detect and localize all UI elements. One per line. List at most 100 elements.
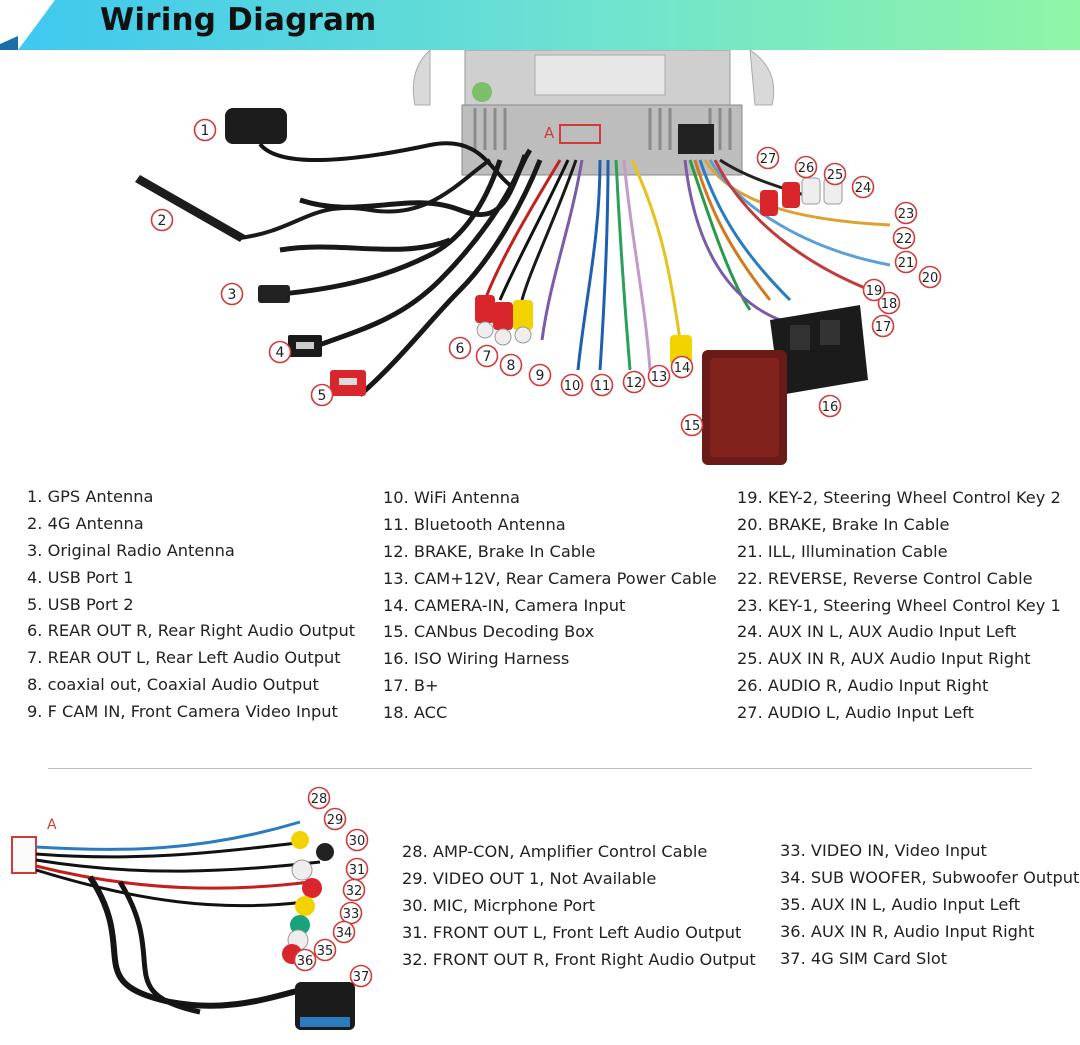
legend-item: 11. Bluetooth Antenna (383, 514, 566, 534)
callout-number: 37 (353, 970, 370, 985)
callout-33: 33 (339, 901, 363, 925)
legend-item: 16. ISO Wiring Harness (383, 649, 570, 669)
callout-6: 6 (448, 336, 472, 360)
callout-15: 15 (680, 413, 704, 437)
callout-number: 33 (343, 907, 360, 922)
callout-number: 8 (507, 358, 516, 374)
legend-column-5: 33. VIDEO IN, Video Input 34. SUB WOOFER,… (780, 838, 1079, 972)
callout-number: 10 (564, 379, 581, 394)
legend-item: 2. 4G Antenna (27, 513, 144, 533)
callout-number: 19 (866, 284, 883, 299)
legend-item: 14. CAMERA-IN, Camera Input (383, 595, 626, 615)
callout-number: 16 (822, 400, 839, 415)
callout-number: 27 (760, 152, 777, 167)
callout-10: 10 (560, 373, 584, 397)
legend-item: 21. ILL, Illumination Cable (737, 541, 948, 561)
callout-number: 34 (336, 926, 353, 941)
legend-item: 9. F CAM IN, Front Camera Video Input (27, 702, 338, 722)
callout-a-bottom: A (47, 817, 57, 833)
callout-number: 1 (201, 123, 210, 139)
legend-item: 12. BRAKE, Brake In Cable (383, 541, 596, 561)
legend-item: 5. USB Port 2 (27, 594, 134, 614)
legend-item: 6. REAR OUT R, Rear Right Audio Output (27, 621, 356, 641)
callout-number: 20 (922, 271, 939, 286)
gps-antenna (225, 108, 512, 187)
callout-24: 24 (851, 175, 875, 199)
radio-antenna-plug (258, 285, 290, 303)
callout-19: 19 (862, 278, 886, 302)
callout-9: 9 (528, 363, 552, 387)
callout-number: 3 (228, 287, 237, 303)
legend-item: 34. SUB WOOFER, Subwoofer Output (780, 867, 1080, 887)
callout-number: 15 (684, 419, 701, 434)
callout-number: 31 (349, 863, 366, 878)
callout-22: 22 (892, 226, 916, 250)
legend-item: 7. REAR OUT L, Rear Left Audio Output (27, 648, 341, 668)
callout-26: 26 (794, 155, 818, 179)
page-title: Wiring Diagram (100, 2, 377, 38)
section-divider (48, 768, 1032, 769)
callout-3: 3 (220, 282, 244, 306)
callout-21: 21 (894, 250, 918, 274)
callout-37: 37 (349, 964, 373, 988)
callout-11: 11 (590, 373, 614, 397)
callout-36: 36 (293, 948, 317, 972)
callout-17: 17 (871, 314, 895, 338)
legend-item: 1. GPS Antenna (27, 487, 154, 506)
callout-16: 16 (818, 394, 842, 418)
legend-item: 33. VIDEO IN, Video Input (780, 841, 987, 860)
legend-item: 31. FRONT OUT L, Front Left Audio Output (402, 922, 742, 942)
legend-item: 29. VIDEO OUT 1, Not Available (402, 868, 657, 888)
callout-31: 31 (345, 857, 369, 881)
callout-14: 14 (670, 355, 694, 379)
callout-5: 5 (310, 383, 334, 407)
callout-number: 24 (855, 181, 872, 196)
legend-item: 17. B+ (383, 676, 439, 696)
legend-item: 32. FRONT OUT R, Front Right Audio Outpu… (402, 949, 756, 969)
callout-20: 20 (918, 265, 942, 289)
callout-number: 12 (626, 376, 643, 391)
title-banner (0, 0, 1080, 50)
legend-item: 35. AUX IN L, Audio Input Left (780, 894, 1021, 914)
4g-antenna (135, 158, 492, 242)
callout-number: 13 (651, 370, 668, 385)
legend-column-4: 28. AMP-CON, Amplifier Control Cable 29. … (402, 839, 756, 973)
legend-item: 20. BRAKE, Brake In Cable (737, 514, 950, 534)
head-unit (412, 50, 775, 176)
iso-wiring-harness (770, 305, 868, 395)
callout-number: 26 (798, 161, 815, 176)
legend-item: 18. ACC (383, 703, 448, 723)
callout-25: 25 (823, 162, 847, 186)
legend-item: 23. KEY-1, Steering Wheel Control Key 1 (737, 595, 1061, 615)
callout-23: 23 (894, 201, 918, 225)
callout-number: 32 (346, 884, 363, 899)
legend-item: 26. AUDIO R, Audio Input Right (737, 676, 989, 696)
callout-7: 7 (475, 344, 499, 368)
connector-a-highlight (559, 124, 601, 144)
callout-27: 27 (756, 146, 780, 170)
callout-number: 18 (881, 297, 898, 312)
legend-item: 24. AUX IN L, AUX Audio Input Left (737, 622, 1017, 642)
legend-item: 28. AMP-CON, Amplifier Control Cable (402, 842, 708, 861)
callout-28: 28 (307, 786, 331, 810)
legend-item: 37. 4G SIM Card Slot (780, 948, 948, 968)
callout-number: 21 (898, 256, 915, 271)
legend-item: 25. AUX IN R, AUX Audio Input Right (737, 649, 1031, 669)
callout-number: 14 (674, 361, 691, 376)
legend-item: 27. AUDIO L, Audio Input Left (737, 703, 974, 723)
callout-number: 11 (594, 379, 611, 394)
legend-item: 30. MIC, Micrphone Port (402, 895, 596, 915)
legend-item: 22. REVERSE, Reverse Control Cable (737, 568, 1033, 588)
legend-item: 8. coaxial out, Coaxial Audio Output (27, 675, 319, 695)
callout-12: 12 (622, 370, 646, 394)
callout-number: 35 (317, 944, 334, 959)
callout-30: 30 (345, 828, 369, 852)
callout-number: 4 (276, 345, 285, 361)
callout-number: 9 (536, 368, 545, 384)
callout-number: 30 (349, 834, 366, 849)
callout-35: 35 (313, 938, 337, 962)
